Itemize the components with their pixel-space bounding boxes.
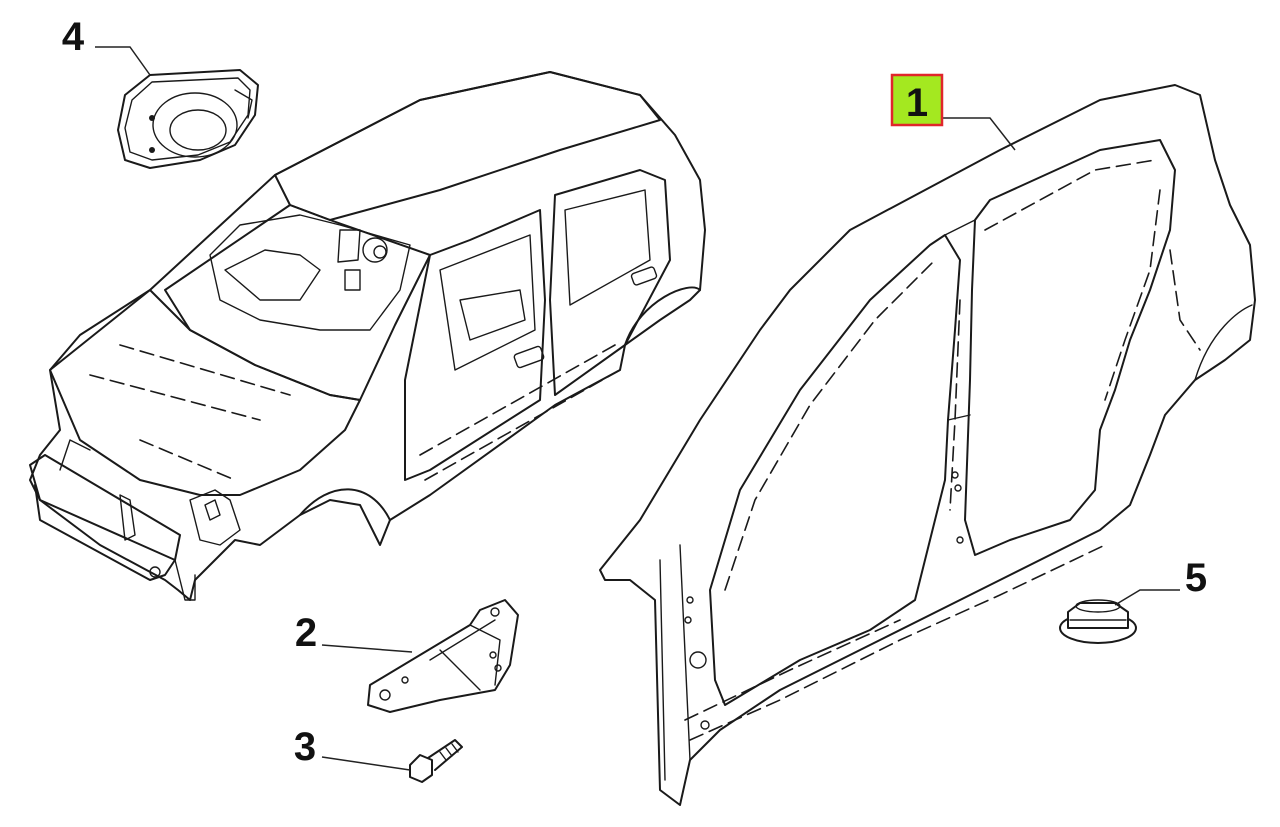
callout-1-highlight xyxy=(890,73,944,127)
part-bolt[interactable] xyxy=(409,739,463,783)
part-fuel-filler-housing[interactable] xyxy=(117,69,259,169)
part-body-side-panel[interactable] xyxy=(599,84,1256,806)
leader-lines xyxy=(95,46,1180,771)
callout-4-label[interactable]: 4 xyxy=(62,15,85,59)
leader-5 xyxy=(1114,589,1180,606)
leader-3 xyxy=(321,756,411,771)
callout-1[interactable]: 1 xyxy=(890,73,944,127)
leader-4 xyxy=(95,46,151,76)
callout-3-label[interactable]: 3 xyxy=(294,725,316,769)
part-plug[interactable] xyxy=(1059,599,1137,644)
callout-2-label[interactable]: 2 xyxy=(295,611,317,655)
callout-5-label[interactable]: 5 xyxy=(1185,556,1207,600)
leader-2 xyxy=(321,644,413,653)
part-bracket[interactable] xyxy=(367,599,519,713)
car-body-illustration xyxy=(29,71,706,601)
callout-1-label: 1 xyxy=(906,81,928,125)
leader-1 xyxy=(936,117,1016,151)
